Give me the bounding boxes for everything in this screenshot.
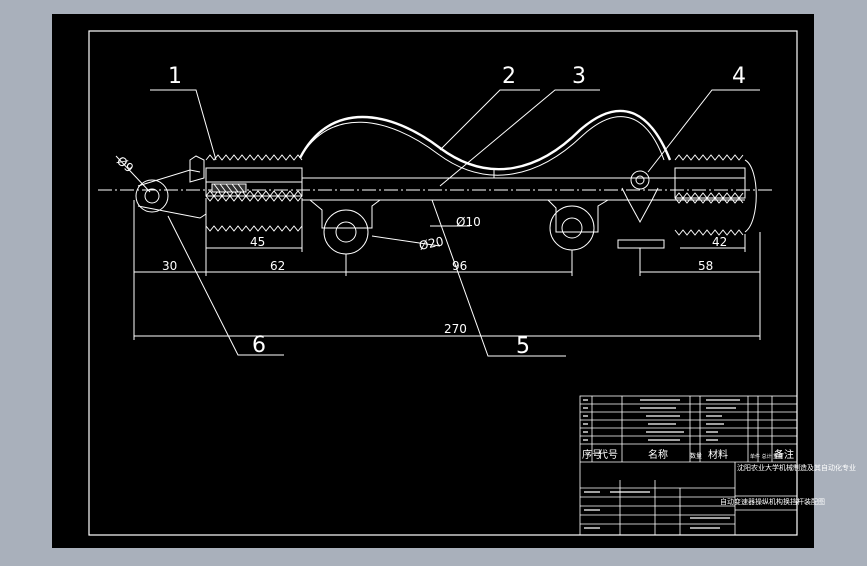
phi9-leader [115,155,151,193]
callout-labels: 1 2 3 4 5 6 [168,64,746,359]
title-block-frame [579,395,798,536]
clevis-block [189,155,205,183]
clevis-eye [135,179,169,213]
col-material: 材料 [708,448,728,461]
left-bracket [309,199,381,229]
dim-62: 62 [270,259,285,273]
leader-3 [439,89,600,187]
right-roller-hub [561,217,583,239]
left-roller-hub [335,221,357,243]
dimension-lines [133,198,761,340]
dim-96: 96 [452,259,467,273]
col-seq: 序号 [582,448,602,461]
title-block [579,395,798,536]
callout-3: 3 [572,64,586,89]
drawing-sheet [52,14,814,548]
col-qty: 数量 [690,452,702,460]
right-bellows [674,154,744,236]
left-bellows [205,154,303,232]
leader-6 [167,215,284,356]
callout-1: 1 [168,64,182,89]
col-note: 备注 [774,448,794,461]
extension-lines [133,198,761,340]
col-code: 代号 [598,449,618,461]
dim-42: 42 [712,235,727,249]
col-name: 名称 [648,448,668,461]
callout-4: 4 [732,64,746,89]
pivot-pin [635,175,645,185]
school-name: 沈阳农业大学机械制造及其自动化专业 [737,463,856,472]
callout-6: 6 [252,333,266,358]
signature-entries [584,491,730,529]
dim-270: 270 [444,322,467,336]
col-weight: 单件 总计 重量 [750,453,783,460]
dim-phi10: Ø10 [456,215,481,229]
callout-5: 5 [516,334,530,359]
parts-rows [580,403,797,463]
callout-2: 2 [502,64,516,89]
dim-58: 58 [698,259,713,273]
pivot-eye [630,170,650,190]
right-bracket [547,199,609,233]
drawing-border [88,30,798,536]
cable [298,109,672,171]
cable-inner [299,116,665,176]
assembly-drawing [98,89,775,357]
lever-base [617,239,665,249]
drawing-title: 自动变速器操纵机构换挡杆装配图 [720,497,825,506]
title-block-header: 序号 代号 名称 数量 材料 单件 总计 重量 备注 [582,448,794,461]
title-grid [580,462,797,535]
right-end-cap [744,159,757,233]
dim-45: 45 [250,235,265,249]
leader-2 [439,89,540,151]
dim-phi20: Ø20 [418,234,445,253]
dim-30: 30 [162,259,177,273]
phi20-leader [371,235,441,247]
leader-5 [431,199,566,357]
lever-body [621,187,659,224]
leader-4 [647,89,760,173]
parts-columns [591,396,773,462]
parts-list-entries [583,399,740,441]
leader-1 [150,89,217,161]
left-nut-hatch [213,183,245,193]
clevis-pin [144,188,160,204]
shift-rod [302,177,745,201]
right-boot-sleeve [674,167,746,199]
